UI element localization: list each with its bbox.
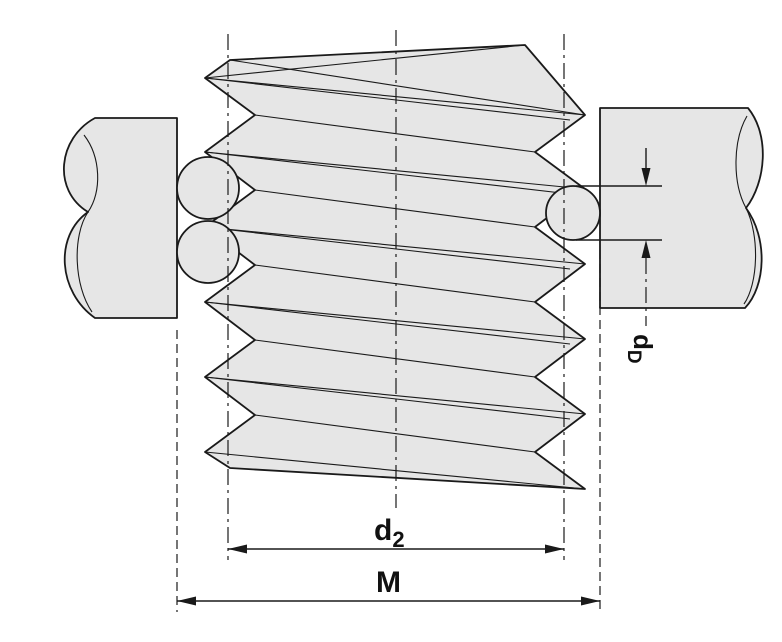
dimension-dD: dD bbox=[576, 148, 662, 364]
measuring-wires bbox=[176, 156, 601, 284]
left-measuring-wire-bottom bbox=[176, 220, 240, 284]
thread-flank-lines bbox=[204, 44, 586, 490]
centerlines bbox=[227, 30, 565, 560]
label-d2: d2 bbox=[374, 514, 405, 552]
dD-arrow-up bbox=[641, 240, 651, 258]
thread-profile-outline bbox=[204, 44, 586, 490]
left-measuring-anvil bbox=[63, 117, 178, 319]
right-anvil-break-line bbox=[735, 115, 748, 209]
label-M: M bbox=[376, 566, 401, 599]
d2-arrow-right bbox=[545, 544, 564, 554]
dD-arrow-down bbox=[641, 168, 651, 186]
M-arrow-right bbox=[581, 596, 600, 606]
screw-thread bbox=[204, 44, 586, 490]
right-measuring-anvil bbox=[599, 107, 764, 309]
left-measuring-wire-top bbox=[176, 156, 240, 220]
label-dD: dD bbox=[623, 334, 658, 364]
right-anvil-break-line-2 bbox=[743, 207, 757, 305]
M-arrow-left bbox=[177, 596, 196, 606]
dimension-d2: d2 bbox=[228, 514, 564, 554]
left-anvil-break-line bbox=[83, 134, 99, 213]
dimension-M: M bbox=[176, 250, 601, 612]
left-anvil-break-line-2 bbox=[76, 211, 93, 313]
d2-arrow-left bbox=[228, 544, 247, 554]
right-measuring-wire bbox=[545, 185, 601, 241]
